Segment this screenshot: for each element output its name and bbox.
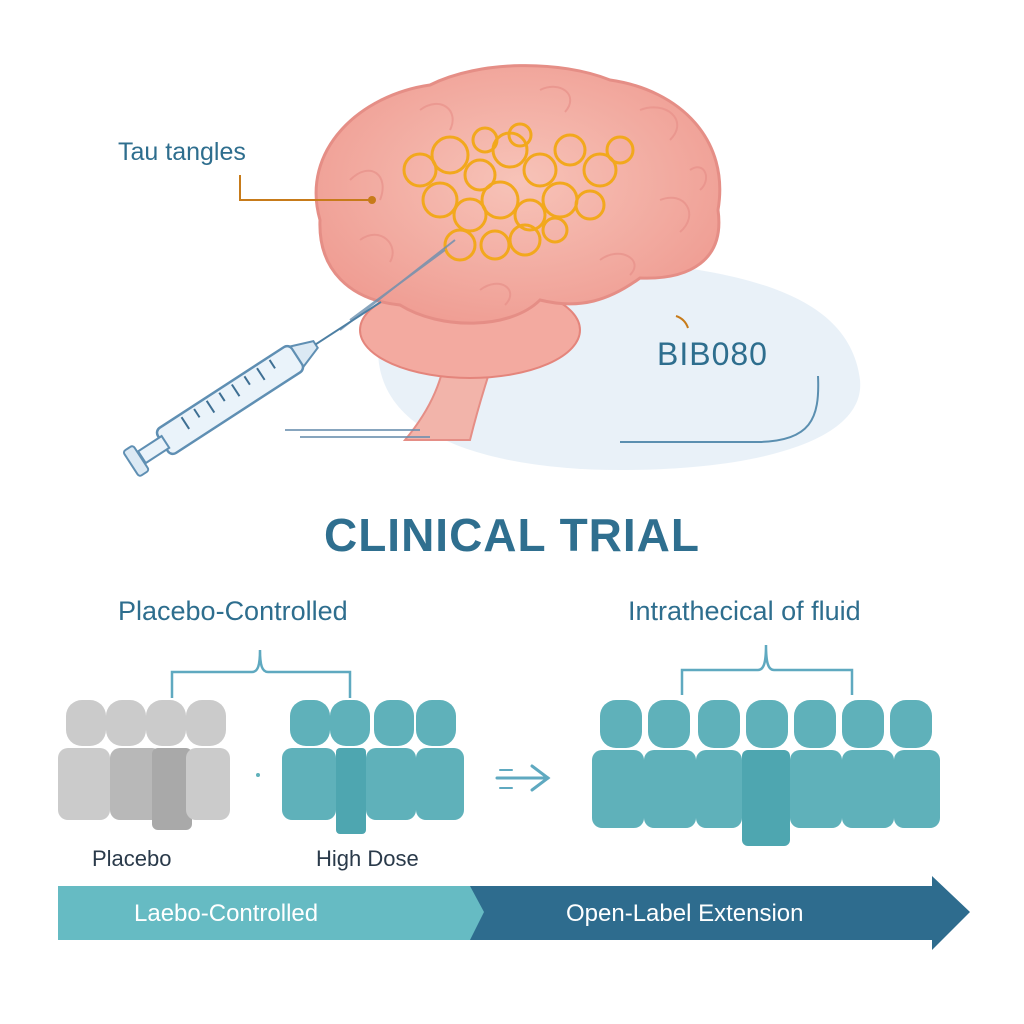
- phase-1-label: Laebo-Controlled: [134, 900, 319, 927]
- right-group-bracket: [680, 644, 854, 695]
- intrathecal-label: Intrathecical of fluid: [628, 596, 861, 626]
- page-title: CLINICAL TRIAL: [323, 509, 700, 561]
- placebo-group: [58, 700, 230, 830]
- brain-folds: [349, 85, 708, 306]
- transition-arrow-icon: [495, 764, 551, 792]
- left-group-bracket: [170, 649, 352, 698]
- tau-leader-line: [239, 175, 372, 201]
- phase-timeline-arrow-dark: [470, 876, 970, 950]
- phase-2-label: Open-Label Extension: [566, 900, 804, 927]
- placebo-controlled-label: Placebo-Controlled: [118, 596, 348, 626]
- placebo-label: Placebo: [92, 846, 172, 871]
- phase-timeline-arrow: [58, 886, 492, 940]
- high-dose-group: [282, 700, 464, 834]
- tau-tangles: [402, 122, 635, 262]
- bubble-outline: [620, 375, 820, 443]
- injection-path: [285, 239, 456, 438]
- drug-leader-tick: [675, 315, 689, 329]
- drug-name-label: BIB080: [657, 336, 768, 372]
- syringe-icon: [123, 301, 382, 477]
- extension-group: [592, 700, 940, 846]
- tau-tangles-label: Tau tangles: [118, 138, 246, 166]
- separator-dot: [256, 773, 260, 777]
- high-dose-label: High Dose: [316, 846, 419, 871]
